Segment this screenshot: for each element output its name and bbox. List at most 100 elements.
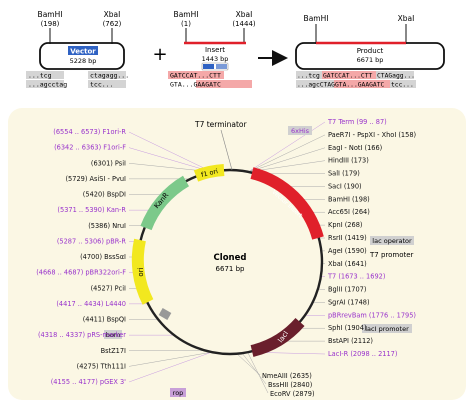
right-site-label: PaeR7I - PspXI - XhoI (158): [328, 131, 416, 139]
right-site-label: KpnI (268): [328, 221, 362, 229]
vector-seq-left-bottom: ...agcctag: [28, 81, 67, 89]
leader-line: [128, 351, 212, 367]
right-site-label: SacI (190): [328, 182, 362, 190]
right-site-labels: T7 Term (99 .. 87) PaeR7I - PspXI - XhoI …: [327, 118, 416, 358]
leader-line: [248, 147, 326, 173]
insert-name: Insert: [205, 46, 225, 54]
vector-seq-left-top-bg: [26, 71, 64, 79]
product-name: Product: [357, 47, 384, 55]
right-site-label: LacI-R (2098 .. 2117): [328, 350, 397, 358]
product-seq-top-gray1: ...tcg: [297, 73, 320, 80]
right-site-label: AgeI (1590): [328, 247, 367, 255]
left-site-label: (6554 .. 6573) F1ori-R: [53, 128, 126, 136]
vector-panel: BamHI (198) XbaI (762) Vector 5228 bp ..…: [26, 10, 129, 89]
vector-name: Vector: [70, 48, 96, 56]
left-site-label: (4668 .. 4687) pBR322ori-F: [36, 269, 126, 277]
plasmid-size: 6671 bp: [216, 265, 245, 273]
right-site-label: Acc65I (264): [328, 208, 370, 216]
insert-site2-pos: (1444): [232, 20, 256, 28]
left-site-label: (4527) PciI: [91, 284, 126, 292]
left-site-label: (4411) BspQI: [83, 316, 126, 324]
bottom-site-label: EcoRV (2879): [270, 390, 315, 398]
right-site-label: SalI (179): [328, 170, 360, 178]
plasmid-name: Cloned: [214, 253, 247, 263]
insert-size: 1443 bp: [202, 55, 229, 63]
vector-site2-pos: (762): [103, 20, 122, 28]
plus-sign: +: [152, 44, 167, 65]
leader-line: [128, 131, 212, 173]
right-site-label: BglII (1707): [328, 286, 366, 294]
zoom-in-icon[interactable]: [203, 64, 214, 69]
vector-badge: [68, 46, 98, 55]
product-seq-top-red: GATCCAT...CTT: [323, 73, 372, 80]
left-site-label: BstZ17I: [101, 347, 126, 355]
right-site-label: BamHI (198): [328, 195, 370, 203]
tag-bom: bom: [106, 331, 120, 339]
right-site-label: T7 Term (99 .. 87): [327, 118, 387, 126]
right-site-label: HindIII (173): [328, 157, 369, 165]
vector-seq-right-top: ctagagg...: [90, 72, 129, 80]
tag-lac-operator: lac operator: [372, 237, 412, 245]
product-seq-bot-gray1: ...agcCTAG: [297, 82, 335, 89]
vector-size: 5228 bp: [70, 57, 97, 65]
product-seq-bot-red: GTA...GAAGATC: [335, 82, 384, 89]
product-seq-top-red-bg: [322, 71, 376, 79]
product-panel: BamHI XbaI Product 6671 bp ...tcg GATCCA…: [295, 14, 445, 89]
vector-site1-name: BamHI: [38, 10, 63, 19]
bottom-site-labels: NmeAIII (2635)BssHII (2840)EcoRV (2879): [262, 372, 315, 398]
feature-ori: [131, 238, 154, 305]
tag-bom-bg: [104, 330, 122, 339]
product-seq-bot-gray1-bg: [296, 80, 334, 88]
insert-seq-bottom-bg: [196, 80, 252, 88]
leader-line: [248, 134, 326, 173]
product-seq-top-gray2: CTAGagg...: [377, 73, 415, 80]
left-site-label: (4155 .. 4177) pGEX 3': [51, 378, 126, 386]
left-site-label: (4318 .. 4337) pRS-marker: [38, 331, 126, 339]
left-site-label: (5420) BspDI: [83, 191, 126, 199]
insert-seq-top-bg: [168, 71, 224, 79]
product-site1-name: BamHI: [304, 14, 329, 23]
vector-backbone: [39, 42, 125, 70]
vector-seq-left-top: ...tcg: [28, 72, 52, 80]
left-site-label: (4417 .. 4434) L4440: [56, 300, 126, 308]
feature-lacI: [250, 317, 305, 357]
leader-line: [128, 147, 212, 173]
left-site-label: (5371 .. 5390) Kan-R: [57, 206, 126, 214]
leader-line: [128, 351, 212, 383]
right-site-label: SgrAI (1748): [328, 298, 370, 306]
vector-site2-name: XbaI: [104, 10, 121, 19]
product-seq-top-gray2-bg: [376, 71, 414, 79]
vector-site1-pos: (198): [41, 20, 60, 28]
insert-site1-pos: (1): [181, 20, 191, 28]
leader-line: [247, 352, 269, 394]
tag-lac-operator-bg: [370, 236, 414, 245]
tag-6xhis: 6xHis: [291, 127, 310, 135]
right-site-label: pBRrevBam (1776 .. 1795): [328, 311, 416, 319]
product-seq-top-gray1-bg: [296, 71, 322, 79]
left-site-label: (6301) PsiI: [91, 159, 126, 167]
left-site-label: (4275) Tth111I: [77, 362, 126, 370]
left-site-labels: (6554 .. 6573) F1ori-R(6342 .. 6363) F1o…: [36, 128, 126, 386]
feature-kanr: [140, 175, 190, 231]
insert-site1-name: BamHI: [174, 10, 199, 19]
vector-seq-right-bottom: tcc...: [90, 81, 113, 89]
right-site-label: EagI - NotI (166): [328, 144, 382, 152]
feature-f1-ori-label: f1 ori: [200, 167, 219, 179]
insert-site2-name: XbaI: [236, 10, 253, 19]
left-site-label: (4700) BssSαI: [80, 253, 126, 261]
bottom-site-label: BssHII (2840): [268, 381, 312, 389]
left-site-label: (5386) NruI: [88, 222, 126, 230]
bottom-site-label: NmeAIII (2635): [262, 372, 312, 380]
product-seq-bot-gray2: tcc...: [391, 82, 414, 89]
product-size: 6671 bp: [357, 56, 384, 64]
tag-6xhis-bg: [288, 126, 312, 135]
product-seq-bot-red-bg: [334, 80, 390, 88]
tag-laci-promoter: lacI promoter: [365, 325, 409, 333]
zoom-out-icon[interactable]: [216, 64, 227, 69]
product-seq-bot-gray2-bg: [390, 80, 416, 88]
vector-seq-right-top-bg: [88, 71, 126, 79]
leader-line: [241, 352, 267, 385]
right-site-label: SphI (1904): [328, 324, 367, 332]
feature-ori-label: ori: [137, 267, 145, 276]
